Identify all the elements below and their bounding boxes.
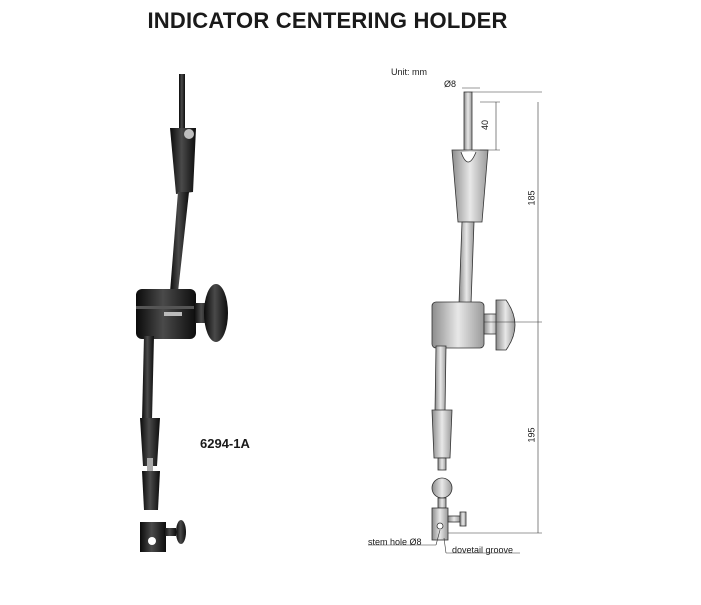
stem-hole-label: stem hole Ø8 (368, 537, 422, 547)
rod-diameter-label: Ø8 (444, 79, 457, 89)
model-number: 6294-1A (200, 436, 250, 451)
dimension-40: 40 (480, 119, 491, 131)
dimension-185: 185 (526, 190, 537, 206)
page-title: INDICATOR CENTERING HOLDER (147, 8, 508, 33)
unit-label: Unit: mm (391, 67, 427, 77)
dimension-195: 195 (526, 427, 537, 443)
dovetail-groove-label: dovetail groove (452, 545, 514, 555)
